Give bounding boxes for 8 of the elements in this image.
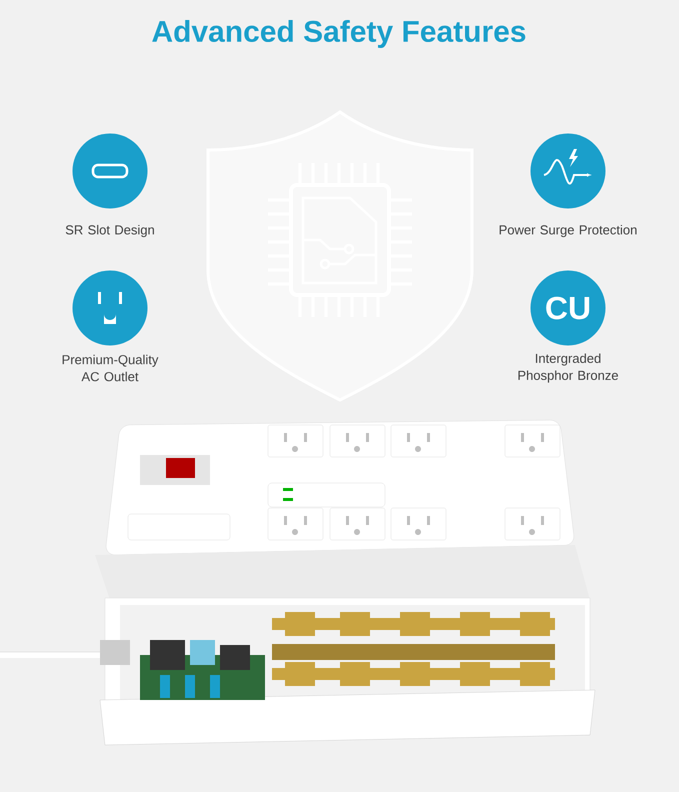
feature-caption: SR Slot Design [66,224,154,238]
feature-caption: Intergraded Phosphor Bronze [518,353,618,383]
feature-icon [72,270,148,346]
feature-caption: Premium-Quality AC Outlet [62,354,158,382]
feature-caption: Power Surge Protection [500,224,636,238]
feature-icon [72,134,148,208]
title: Advanced Safety Features [152,20,526,48]
feature-icon [530,134,606,208]
